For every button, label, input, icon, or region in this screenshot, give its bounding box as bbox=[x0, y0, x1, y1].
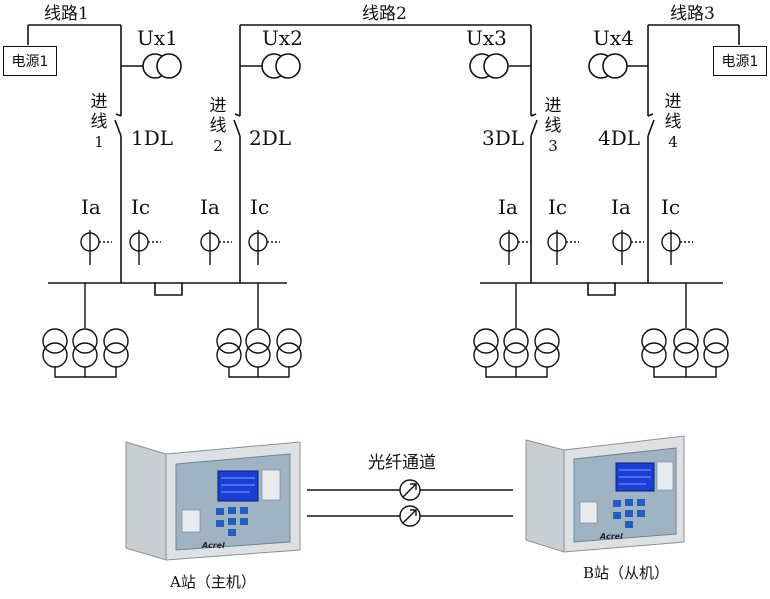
breaker-4dl-label: 4DL bbox=[598, 126, 641, 150]
ct-ic-1-label: Ic bbox=[131, 195, 151, 219]
source-1-box: 电源1 bbox=[3, 46, 57, 76]
ct-ic-4-label: Ic bbox=[661, 195, 681, 219]
vt-ux2 bbox=[261, 53, 301, 79]
ct-ia-1-label: Ia bbox=[81, 195, 101, 219]
breaker-1dl-label: 1DL bbox=[131, 126, 174, 150]
station-b-brand: Acrel bbox=[599, 532, 623, 541]
line3-label: 线路3 bbox=[670, 4, 715, 24]
ux4-label: Ux4 bbox=[593, 26, 634, 50]
fiber-coupler-2-icon bbox=[399, 505, 421, 527]
station-a-label: A站（主机） bbox=[170, 573, 256, 591]
line1-label: 线路1 bbox=[44, 4, 89, 24]
ct-ia-2-label: Ia bbox=[200, 195, 220, 219]
bus-tie-a bbox=[154, 283, 183, 296]
ct-ic-1 bbox=[129, 230, 161, 265]
ct-ia-3-label: Ia bbox=[498, 195, 518, 219]
ct-ic-3 bbox=[547, 230, 579, 265]
breaker-1dl bbox=[114, 113, 122, 283]
ct-ic-4 bbox=[661, 230, 693, 265]
load-group-3 bbox=[473, 283, 560, 378]
ct-ia-4-label: Ia bbox=[611, 195, 631, 219]
vt-ux1 bbox=[142, 53, 182, 79]
breaker-2dl bbox=[233, 113, 241, 283]
load-group-1 bbox=[42, 283, 129, 378]
breaker-4dl bbox=[647, 113, 655, 283]
load-group-2 bbox=[216, 283, 302, 378]
breaker-3dl bbox=[530, 113, 538, 283]
ux2-label: Ux2 bbox=[262, 26, 303, 50]
ct-ia-4 bbox=[612, 230, 644, 265]
breaker-3dl-label: 3DL bbox=[482, 126, 525, 150]
ux3-label: Ux3 bbox=[466, 26, 507, 50]
ux1-label: Ux1 bbox=[137, 26, 178, 50]
station-a-brand: Acrel bbox=[201, 541, 225, 550]
source-2-box: 电源1 bbox=[713, 46, 767, 76]
vt-ux3 bbox=[469, 53, 509, 79]
ct-ic-2-label: Ic bbox=[250, 195, 270, 219]
ct-ic-2 bbox=[248, 230, 280, 265]
breaker-2dl-label: 2DL bbox=[249, 126, 292, 150]
fiber-coupler-1-icon bbox=[399, 479, 421, 501]
ct-ic-3-label: Ic bbox=[548, 195, 568, 219]
station-b-device: Acrel bbox=[525, 435, 685, 553]
ct-ia-1 bbox=[80, 230, 112, 265]
ct-ia-3 bbox=[499, 230, 531, 265]
fiber-channel-label: 光纤通道 bbox=[368, 453, 436, 473]
station-b-label: B站（从机） bbox=[583, 564, 670, 582]
vt-ux4 bbox=[588, 53, 628, 79]
bus-tie-b bbox=[587, 283, 616, 296]
station-a-device: Acrel bbox=[125, 441, 301, 561]
load-group-4 bbox=[641, 283, 729, 378]
line2-label: 线路2 bbox=[362, 4, 407, 24]
ct-ia-2 bbox=[200, 230, 232, 265]
